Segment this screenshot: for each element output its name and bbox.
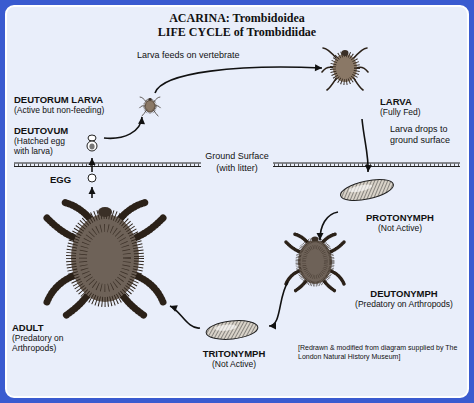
stage-note: (Fully Fed) [380, 107, 460, 117]
stage-node: ADULT(Predatory on Arthropods) [10, 198, 170, 355]
stage-name: PROTONYMPH [362, 212, 438, 223]
edge-label: Larva feeds on vertebrate [135, 50, 242, 61]
arrow-line [362, 119, 368, 172]
protonymph-figure [348, 183, 373, 194]
stage-node: DEUTONYMPH(Predatory on Arthropods) [288, 240, 464, 311]
title-row: ACARINA: Trombidoidea LIFE CYCLE of Trom… [0, 11, 474, 40]
ground-label-row: Ground Surface (with litter) [0, 150, 474, 175]
deutovum-figure [88, 135, 96, 141]
arrow-line [104, 117, 142, 138]
arrow-line [320, 212, 338, 240]
stage-node: TRITONYMPH(Not Active) [200, 314, 269, 371]
arrow-head [365, 165, 372, 172]
arrow-line [155, 67, 322, 93]
stage-name: EGG [50, 174, 80, 185]
life-cycle-arrow [170, 305, 200, 328]
protonymph-figure [339, 176, 396, 205]
stage-name: DEUTORUM LARVA [14, 94, 136, 105]
panel [6, 6, 468, 397]
stage-note: (Predatory on Arthropods) [346, 299, 462, 309]
life-cycle-arrow [89, 158, 96, 172]
stage-label: EGG [50, 174, 80, 185]
adult-figure [47, 202, 163, 316]
credit-note: [Redrawn & modified from diagram supplie… [298, 344, 464, 361]
arrow-head [269, 323, 276, 330]
arrow-head [138, 117, 145, 124]
life-cycle-arrow [104, 117, 145, 138]
stage-label: DEUTONYMPH(Predatory on Arthropods) [346, 288, 462, 309]
deutovum-figure [87, 135, 97, 151]
tritonymph-figure [205, 318, 259, 341]
stage-name: ADULT [12, 322, 78, 333]
arrow-line [170, 306, 200, 328]
arrow-head [317, 233, 324, 240]
stage-label: TRITONYMPH(Not Active) [201, 348, 267, 369]
life-cycle-arrow [362, 119, 372, 172]
ground-label: Ground Surface (with litter) [201, 150, 273, 174]
tritonymph-figure [214, 324, 237, 332]
deutovum-figure [89, 144, 94, 150]
stage-name: LARVA [380, 96, 460, 107]
arrow-head [170, 305, 178, 311]
protonymph-figure [339, 176, 396, 205]
life-cycle-arrow [89, 187, 96, 198]
deutonymph-figure [286, 234, 344, 291]
stage-note: (Not Active) [201, 359, 267, 369]
stage-label: DEUTOVUM(Hatched egg with larva) [14, 125, 76, 156]
larva-figure [322, 48, 368, 90]
stage-note: (Hatched egg with larva) [14, 136, 76, 156]
stage-node: DEUTOVUM(Hatched egg with larva) [12, 124, 104, 158]
life-cycle-arrow [269, 282, 288, 330]
life-cycle-arrow [155, 64, 322, 93]
arrow-head [89, 158, 96, 165]
arrow-line [269, 282, 288, 326]
stage-name: TRITONYMPH [201, 348, 267, 359]
arrow-head [315, 64, 322, 71]
stage-note: (Not Active) [362, 223, 438, 233]
stage-node: DEUTORUM LARVA(Active but non-feeding) [12, 93, 168, 117]
stage-note: (Active but non-feeding) [14, 105, 136, 115]
stage-node: EGG [48, 172, 100, 187]
life-cycle-arrow [317, 212, 339, 240]
stage-node: LARVA(Fully Fed) [322, 44, 464, 119]
stage-label: ADULT(Predatory on Arthropods) [12, 322, 78, 353]
egg-figure [88, 174, 96, 182]
stage-note: (Predatory on Arthropods) [12, 333, 78, 353]
stage-label: LARVA(Fully Fed) [380, 96, 460, 117]
edge-label: Larva drops to ground surface [388, 124, 464, 145]
stage-name: DEUTOVUM [14, 125, 76, 136]
stage-node: PROTONYMPH(Not Active) [338, 172, 464, 235]
arrow-head [89, 187, 96, 194]
deutorum-larva-figure [140, 97, 161, 116]
tritonymph-figure [205, 318, 259, 341]
deutovum-figure [87, 141, 97, 151]
stage-label: PROTONYMPH(Not Active) [362, 212, 438, 233]
stage-label: DEUTORUM LARVA(Active but non-feeding) [14, 94, 136, 115]
diagram-title: ACARINA: Trombidoidea LIFE CYCLE of Trom… [158, 11, 317, 39]
stage-name: DEUTONYMPH [346, 288, 462, 299]
